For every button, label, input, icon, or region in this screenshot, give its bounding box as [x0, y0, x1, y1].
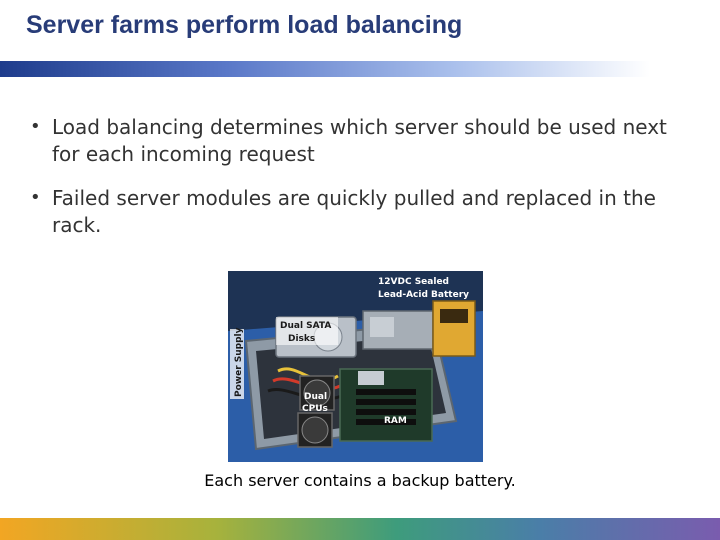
battery-label-line2: Lead-Acid Battery: [378, 290, 469, 300]
server-illustration: 12VDC Sealed Lead-Acid Battery Dual SATA…: [228, 271, 483, 462]
power-supply-label: Power Supply: [234, 327, 244, 397]
bullet-item: • Load balancing determines which server…: [30, 114, 700, 168]
bullet-item: • Failed server modules are quickly pull…: [30, 185, 700, 239]
cpus-label-line1: Dual: [304, 392, 327, 402]
disks-label-line1: Dual SATA: [280, 321, 331, 331]
bullet-icon: •: [30, 116, 41, 137]
bullet-text: Load balancing determines which server s…: [52, 115, 667, 166]
slide-title: Server farms perform load balancing: [26, 11, 463, 39]
server-photo: 12VDC Sealed Lead-Acid Battery Dual SATA…: [228, 271, 483, 462]
battery-label-line1: 12VDC Sealed: [378, 277, 449, 287]
bullet-text: Failed server modules are quickly pulled…: [52, 186, 656, 237]
cpus-label-line2: CPUs: [302, 404, 328, 414]
disks-label-line2: Disks: [288, 334, 315, 344]
footer-gradient-bar: [0, 518, 720, 540]
title-underline-bar: [0, 61, 650, 77]
photo-caption: Each server contains a backup battery.: [204, 471, 516, 490]
ram-label: RAM: [384, 416, 407, 426]
bullet-list: • Load balancing determines which server…: [30, 114, 700, 256]
bullet-icon: •: [30, 187, 41, 208]
